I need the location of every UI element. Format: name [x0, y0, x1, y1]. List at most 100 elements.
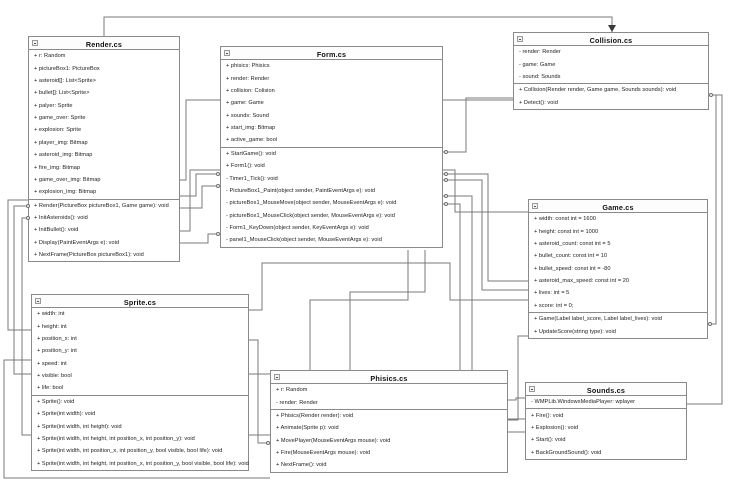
socket-form-right-b[interactable]	[444, 172, 448, 176]
attributes-section: - render: Render- game: Game- sound: Sou…	[514, 46, 708, 85]
collapse-icon[interactable]	[517, 36, 523, 42]
attribute-row: + active_game: bool	[226, 137, 278, 144]
class-title: Sprite.cs	[123, 298, 157, 307]
socket-render-initasteroids[interactable]	[26, 204, 30, 208]
collapse-icon[interactable]	[35, 298, 41, 304]
attribute-row: + render: Render	[226, 75, 270, 82]
attributes-section: + r: Random+ pictureBox1: PictureBox+ as…	[29, 50, 179, 200]
method-row: + InitBullet(): void	[34, 227, 79, 234]
attribute-row: + position_x: int	[37, 335, 77, 342]
method-row: + Explosion(): void	[531, 424, 579, 431]
class-title: Form.cs	[316, 50, 347, 59]
socket-game-right[interactable]	[708, 322, 712, 326]
method-row: + Display(PaintEventArgs e): void	[34, 239, 120, 246]
class-header-phisics: Phisics.cs	[271, 371, 507, 384]
attribute-row: - WMPLib.WindowsMediaPlayer: wplayer	[531, 399, 636, 406]
methods-section: + Collision(Render render, Game game, So…	[514, 84, 708, 109]
attribute-row: - game: Game	[519, 61, 556, 68]
method-row: - Form1_KeyDown(object sender, KeyEventA…	[226, 225, 369, 232]
method-row: + Sprite(int width): void	[37, 411, 96, 418]
methods-section: + Render(PictureBox pictureBox1, Game ga…	[29, 200, 179, 262]
attribute-row: + score: int = 0;	[534, 302, 574, 309]
attribute-row: + width: const int = 1600	[534, 216, 596, 223]
method-row: + BackGroundSound(): void	[531, 449, 602, 456]
attribute-row: - sound: Sounds	[519, 73, 561, 80]
socket-form-picturebox-paint[interactable]	[216, 184, 220, 188]
uml-class-form[interactable]: Form.cs+ phisics: Phisics+ render: Rende…	[220, 46, 443, 248]
attributes-section: + width: int + height: int + position_x: i…	[32, 308, 248, 396]
socket-form-timer-tick[interactable]	[216, 172, 220, 176]
attribute-row: + r: Random	[276, 387, 308, 394]
method-row: + Fire(): void	[531, 412, 564, 419]
attribute-row: + game_over: Sprite	[34, 115, 86, 122]
socket-form-right-c[interactable]	[444, 178, 448, 182]
method-row: + MovePlayer(MouseEventArgs mouse): void	[276, 437, 391, 444]
attribute-row: + life: bool	[37, 385, 64, 392]
attribute-row: + visible: bool	[37, 373, 72, 380]
attribute-row: + height: const int = 1000	[534, 228, 599, 235]
uml-class-sprite[interactable]: Sprite.cs + width: int + height: int + posi…	[31, 294, 249, 471]
method-row: + Sprite(): void	[37, 398, 75, 405]
class-header-sounds: Sounds.cs	[526, 383, 686, 396]
socket-render-initbullet[interactable]	[26, 216, 30, 220]
attribute-row: + explosion_img: Bitmap	[34, 189, 97, 196]
collapse-icon[interactable]	[532, 203, 538, 209]
socket-form-right-d[interactable]	[444, 194, 448, 198]
collapse-icon[interactable]	[224, 50, 230, 56]
method-row: - pictureBox1_MouseMove(object sender, M…	[226, 200, 397, 207]
class-header-sprite: Sprite.cs	[32, 295, 248, 308]
inheritance-arrowhead	[608, 25, 616, 32]
socket-form-right-a[interactable]	[444, 150, 448, 154]
attribute-row: + sounds: Sound	[226, 112, 269, 119]
socket-collision-right[interactable]	[709, 93, 713, 97]
method-row: + Detect(): void	[519, 99, 558, 106]
class-header-render: Render.cs	[29, 37, 179, 50]
attribute-row: + position_y: int	[37, 348, 77, 355]
method-row: + StartGame(): void	[226, 150, 276, 157]
class-header-form: Form.cs	[221, 47, 442, 60]
attribute-row: + bullet_speed: const int = -80	[534, 265, 611, 272]
method-row: + Collision(Render render, Game game, So…	[519, 87, 677, 94]
method-row: + Sprite(int width, int height, int posi…	[37, 435, 195, 442]
method-row: + Game(Label label_score, Label label_li…	[534, 316, 662, 323]
class-title: Render.cs	[85, 40, 123, 49]
method-row: + InitAsteroids(): void	[34, 215, 88, 222]
methods-section: + Sprite(): void + Sprite(int width): voi…	[32, 396, 249, 470]
method-row: + Start(): void	[531, 437, 566, 444]
method-row: - Timer1_Tick(): void	[226, 175, 278, 182]
method-row: + NextFrame(): void	[276, 462, 327, 469]
socket-phisics-fire[interactable]	[266, 441, 270, 445]
class-title: Collision.cs	[589, 36, 633, 45]
class-title: Phisics.cs	[370, 374, 408, 383]
attribute-row: + asteroid_count: const int = 5	[534, 240, 611, 247]
collapse-icon[interactable]	[274, 374, 280, 380]
attribute-row: + width: int	[37, 311, 65, 318]
uml-class-game[interactable]: Game.cs + width: const int = 1600 + height…	[528, 199, 708, 339]
collapse-icon[interactable]	[32, 40, 38, 46]
attribute-row: + r: Random	[34, 53, 66, 60]
attribute-row: + explosion: Sprite	[34, 127, 82, 134]
method-row: + NextFrame(PictureBox pictureBox1): voi…	[34, 252, 144, 259]
attribute-row: + height: int	[37, 323, 67, 330]
methods-section: + StartGame(): void+ Form1(): void- Time…	[221, 148, 442, 247]
attribute-row: + speed: int	[37, 360, 67, 367]
uml-class-phisics[interactable]: Phisics.cs + r: Random - render: Render + P…	[270, 370, 508, 473]
attribute-row: + bullet_count: const int = 10	[534, 253, 608, 260]
socket-form-right-e[interactable]	[444, 202, 448, 206]
uml-class-sounds[interactable]: Sounds.cs - WMPLib.WindowsMediaPlayer: wp…	[525, 382, 687, 460]
methods-section: + Phisics(Render render): void+ Animate(…	[271, 410, 507, 472]
method-row: + Sprite(int width, int position_x, int …	[37, 448, 223, 455]
class-title: Sounds.cs	[586, 386, 626, 395]
class-header-game: Game.cs	[529, 200, 707, 213]
method-row: - panel1_MouseClick(object sender, Mouse…	[226, 237, 382, 244]
attribute-row: + fire_img: Bitmap	[34, 164, 81, 171]
attributes-section: - WMPLib.WindowsMediaPlayer: wplayer	[526, 396, 686, 410]
collapse-icon[interactable]	[529, 386, 535, 392]
method-row: + UpdateScore(string type): void	[534, 328, 616, 335]
uml-class-collision[interactable]: Collision.cs- render: Render- game: Game…	[513, 32, 709, 110]
attribute-row: + game_over_img: Bitmap	[34, 176, 101, 183]
socket-form-panel-mouseclick[interactable]	[216, 232, 220, 236]
uml-class-render[interactable]: Render.cs+ r: Random+ pictureBox1: Pictu…	[28, 36, 180, 263]
attribute-row: - render: Render	[276, 399, 318, 406]
